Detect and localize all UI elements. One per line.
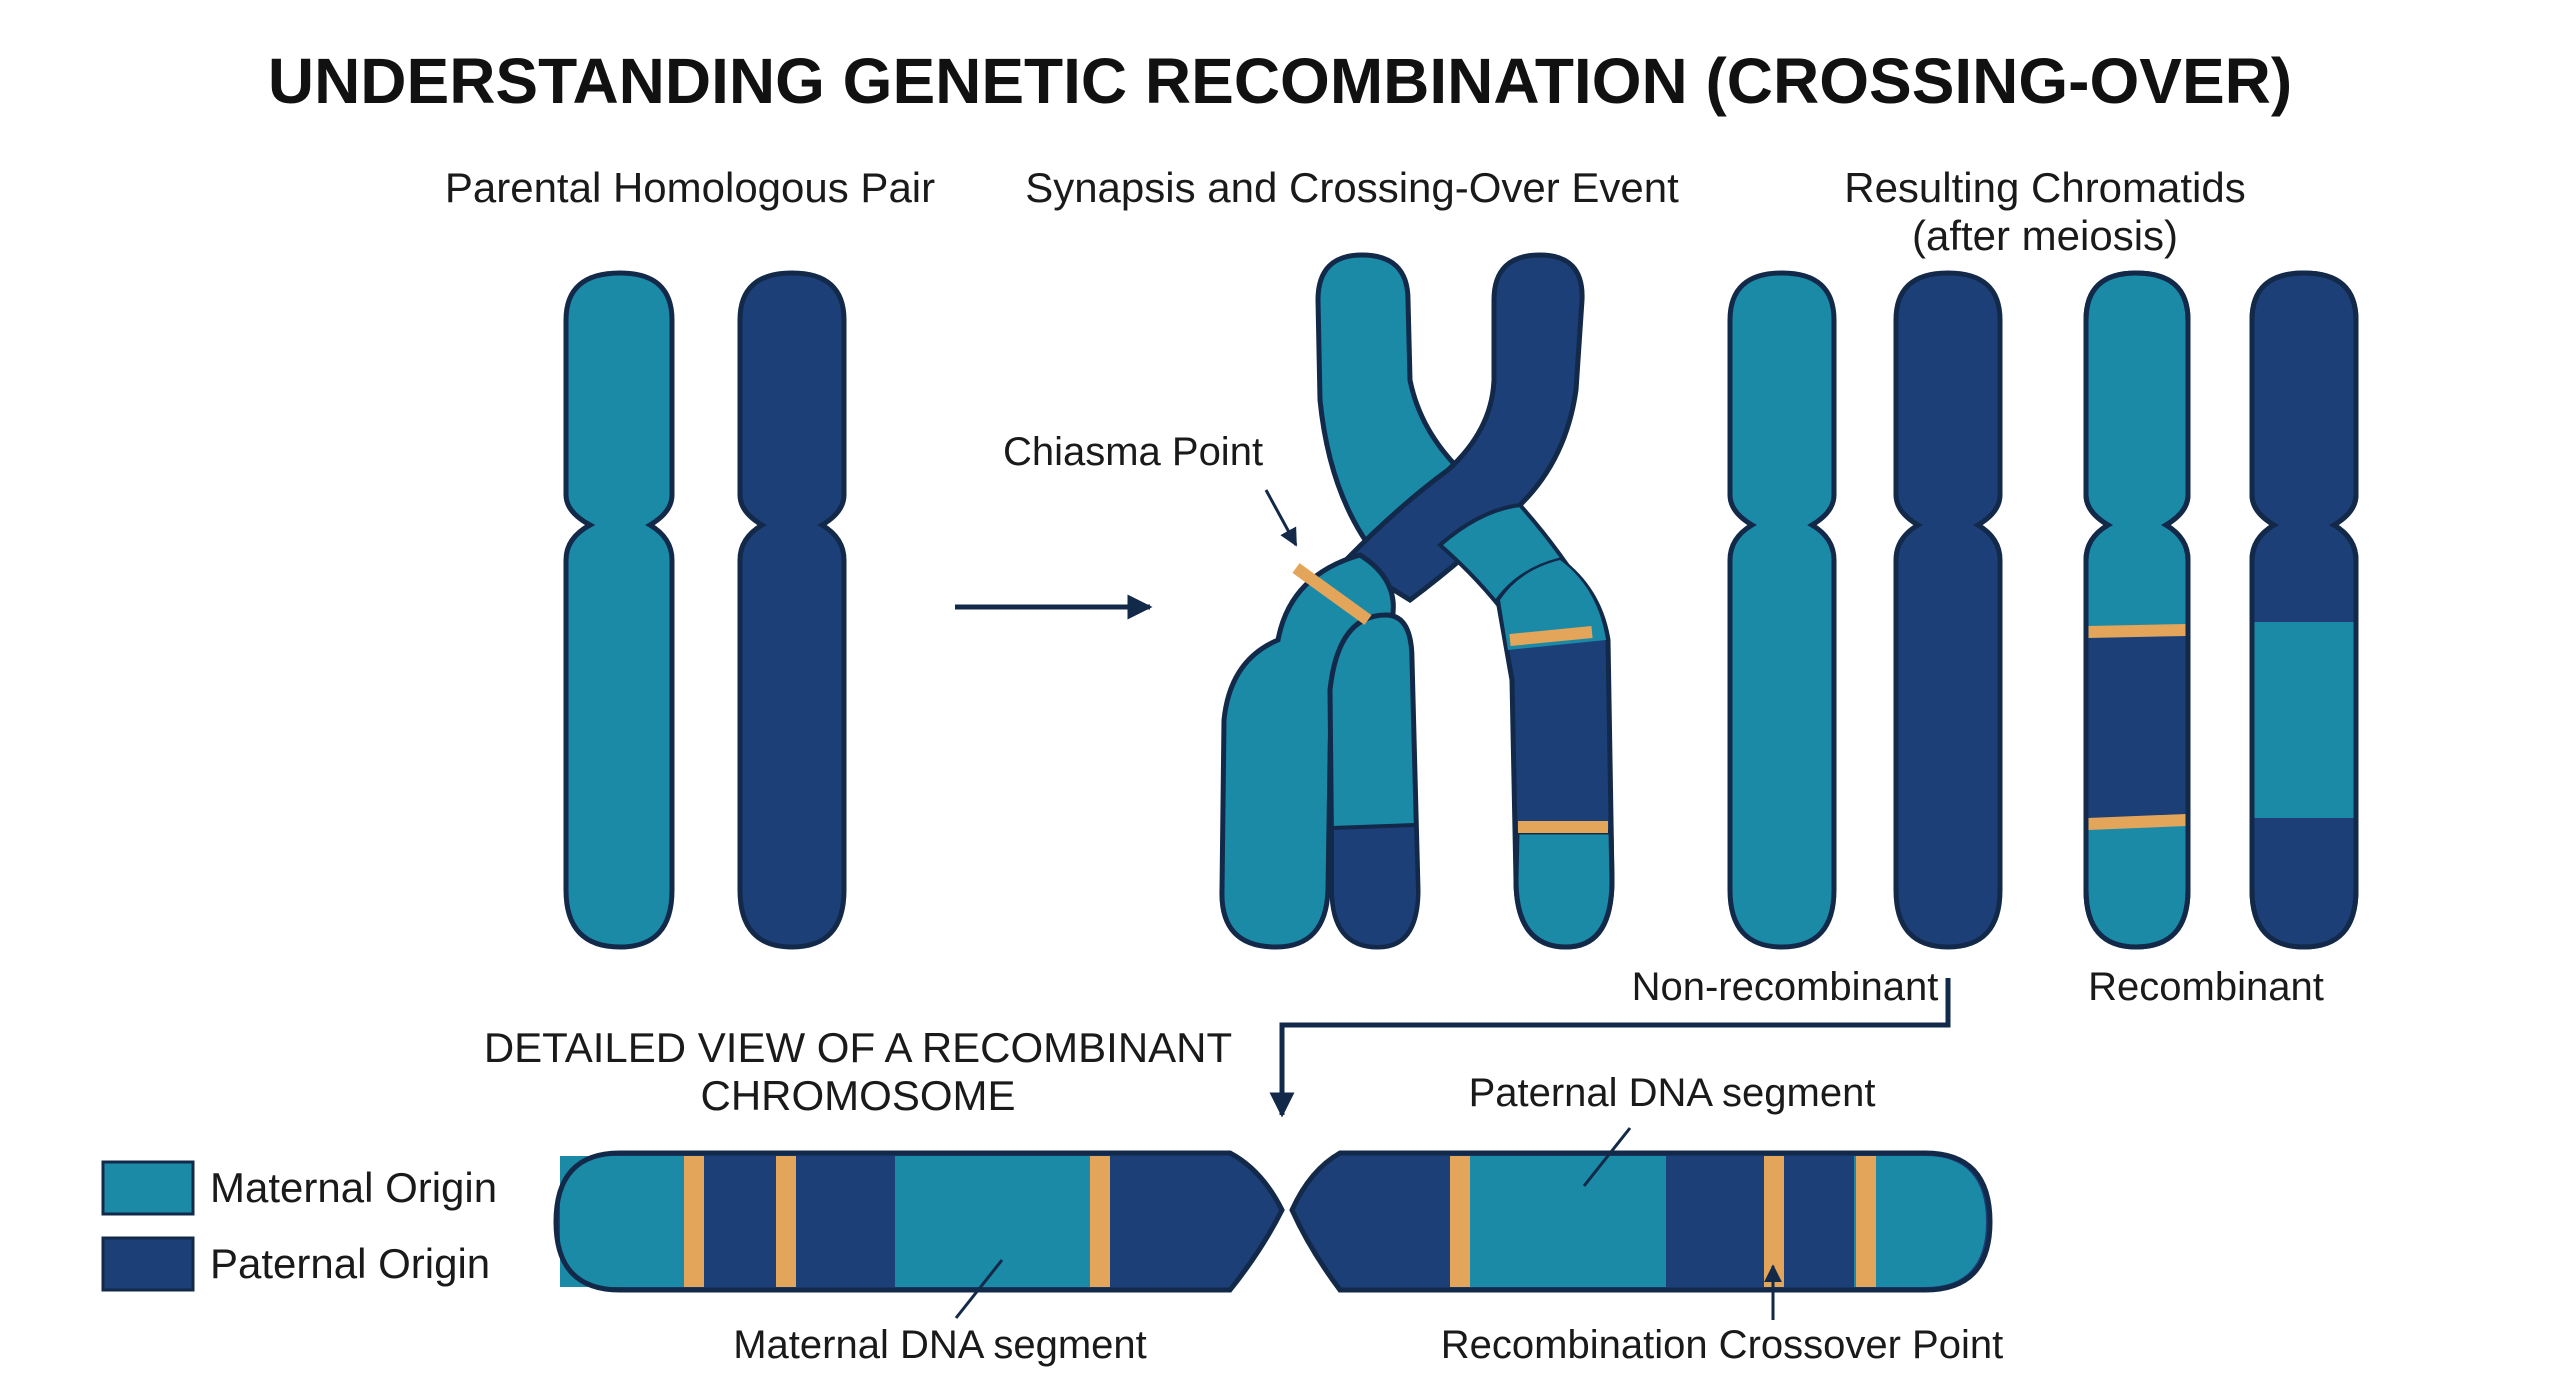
paternal-segment-label: Paternal DNA segment (1469, 1071, 1876, 1115)
heading-synapsis: Synapsis and Crossing-Over Event (1025, 164, 1679, 211)
crossover-band (1764, 1156, 1784, 1287)
legend-paternal-swatch (101, 1236, 195, 1292)
recombinant-label: Recombinant (2088, 965, 2324, 1009)
legend-maternal-label: Maternal Origin (210, 1164, 497, 1211)
heading-resulting-line1: Resulting Chromatids (1844, 164, 2246, 211)
detailed-view-heading-line2: CHROMOSOME (701, 1072, 1016, 1119)
crossover-band (1450, 1156, 1470, 1287)
synapsis-crossover-figure (1219, 252, 1615, 950)
crossover-band (1292, 563, 1372, 625)
detailed-view-heading-line1: DETAILED VIEW OF A RECOMBINANT (484, 1024, 1232, 1071)
detailed-recombinant-chromosome (553, 1150, 1993, 1293)
non-recombinant-label: Non-recombinant (1632, 965, 1939, 1009)
crossover-band (1090, 1156, 1110, 1287)
legend-maternal-swatch (101, 1160, 195, 1216)
resulting-chromatid-2 (1893, 270, 2003, 950)
legend: Maternal Origin Paternal Origin (101, 1160, 497, 1292)
connector-arrow (1269, 978, 1951, 1118)
crossover-band (1509, 626, 1593, 646)
diagram-title: UNDERSTANDING GENETIC RECOMBINATION (CRO… (268, 45, 2292, 117)
resulting-chromatid-4 (2249, 270, 2359, 950)
maternal-segment-label: Maternal DNA segment (733, 1323, 1147, 1367)
heading-resulting-line2: (after meiosis) (1912, 212, 2178, 259)
legend-paternal-label: Paternal Origin (210, 1240, 490, 1287)
crossover-band (776, 1156, 796, 1287)
chiasma-point-label: Chiasma Point (1003, 430, 1263, 474)
crossover-band (684, 1156, 704, 1287)
heading-parental-pair: Parental Homologous Pair (445, 164, 935, 211)
paternal-segment-pointer (1582, 1127, 1632, 1187)
maternal-segment-pointer (954, 1259, 1004, 1319)
crossover-point-label: Recombination Crossover Point (1441, 1323, 2003, 1367)
parental-maternal-chromosome (563, 270, 675, 950)
resulting-chromatid-1 (1727, 270, 1837, 950)
crossover-band (1856, 1156, 1876, 1287)
resulting-chromatid-3 (2083, 270, 2191, 950)
chiasma-pointer (1264, 489, 1298, 547)
parental-paternal-chromosome (737, 270, 847, 950)
